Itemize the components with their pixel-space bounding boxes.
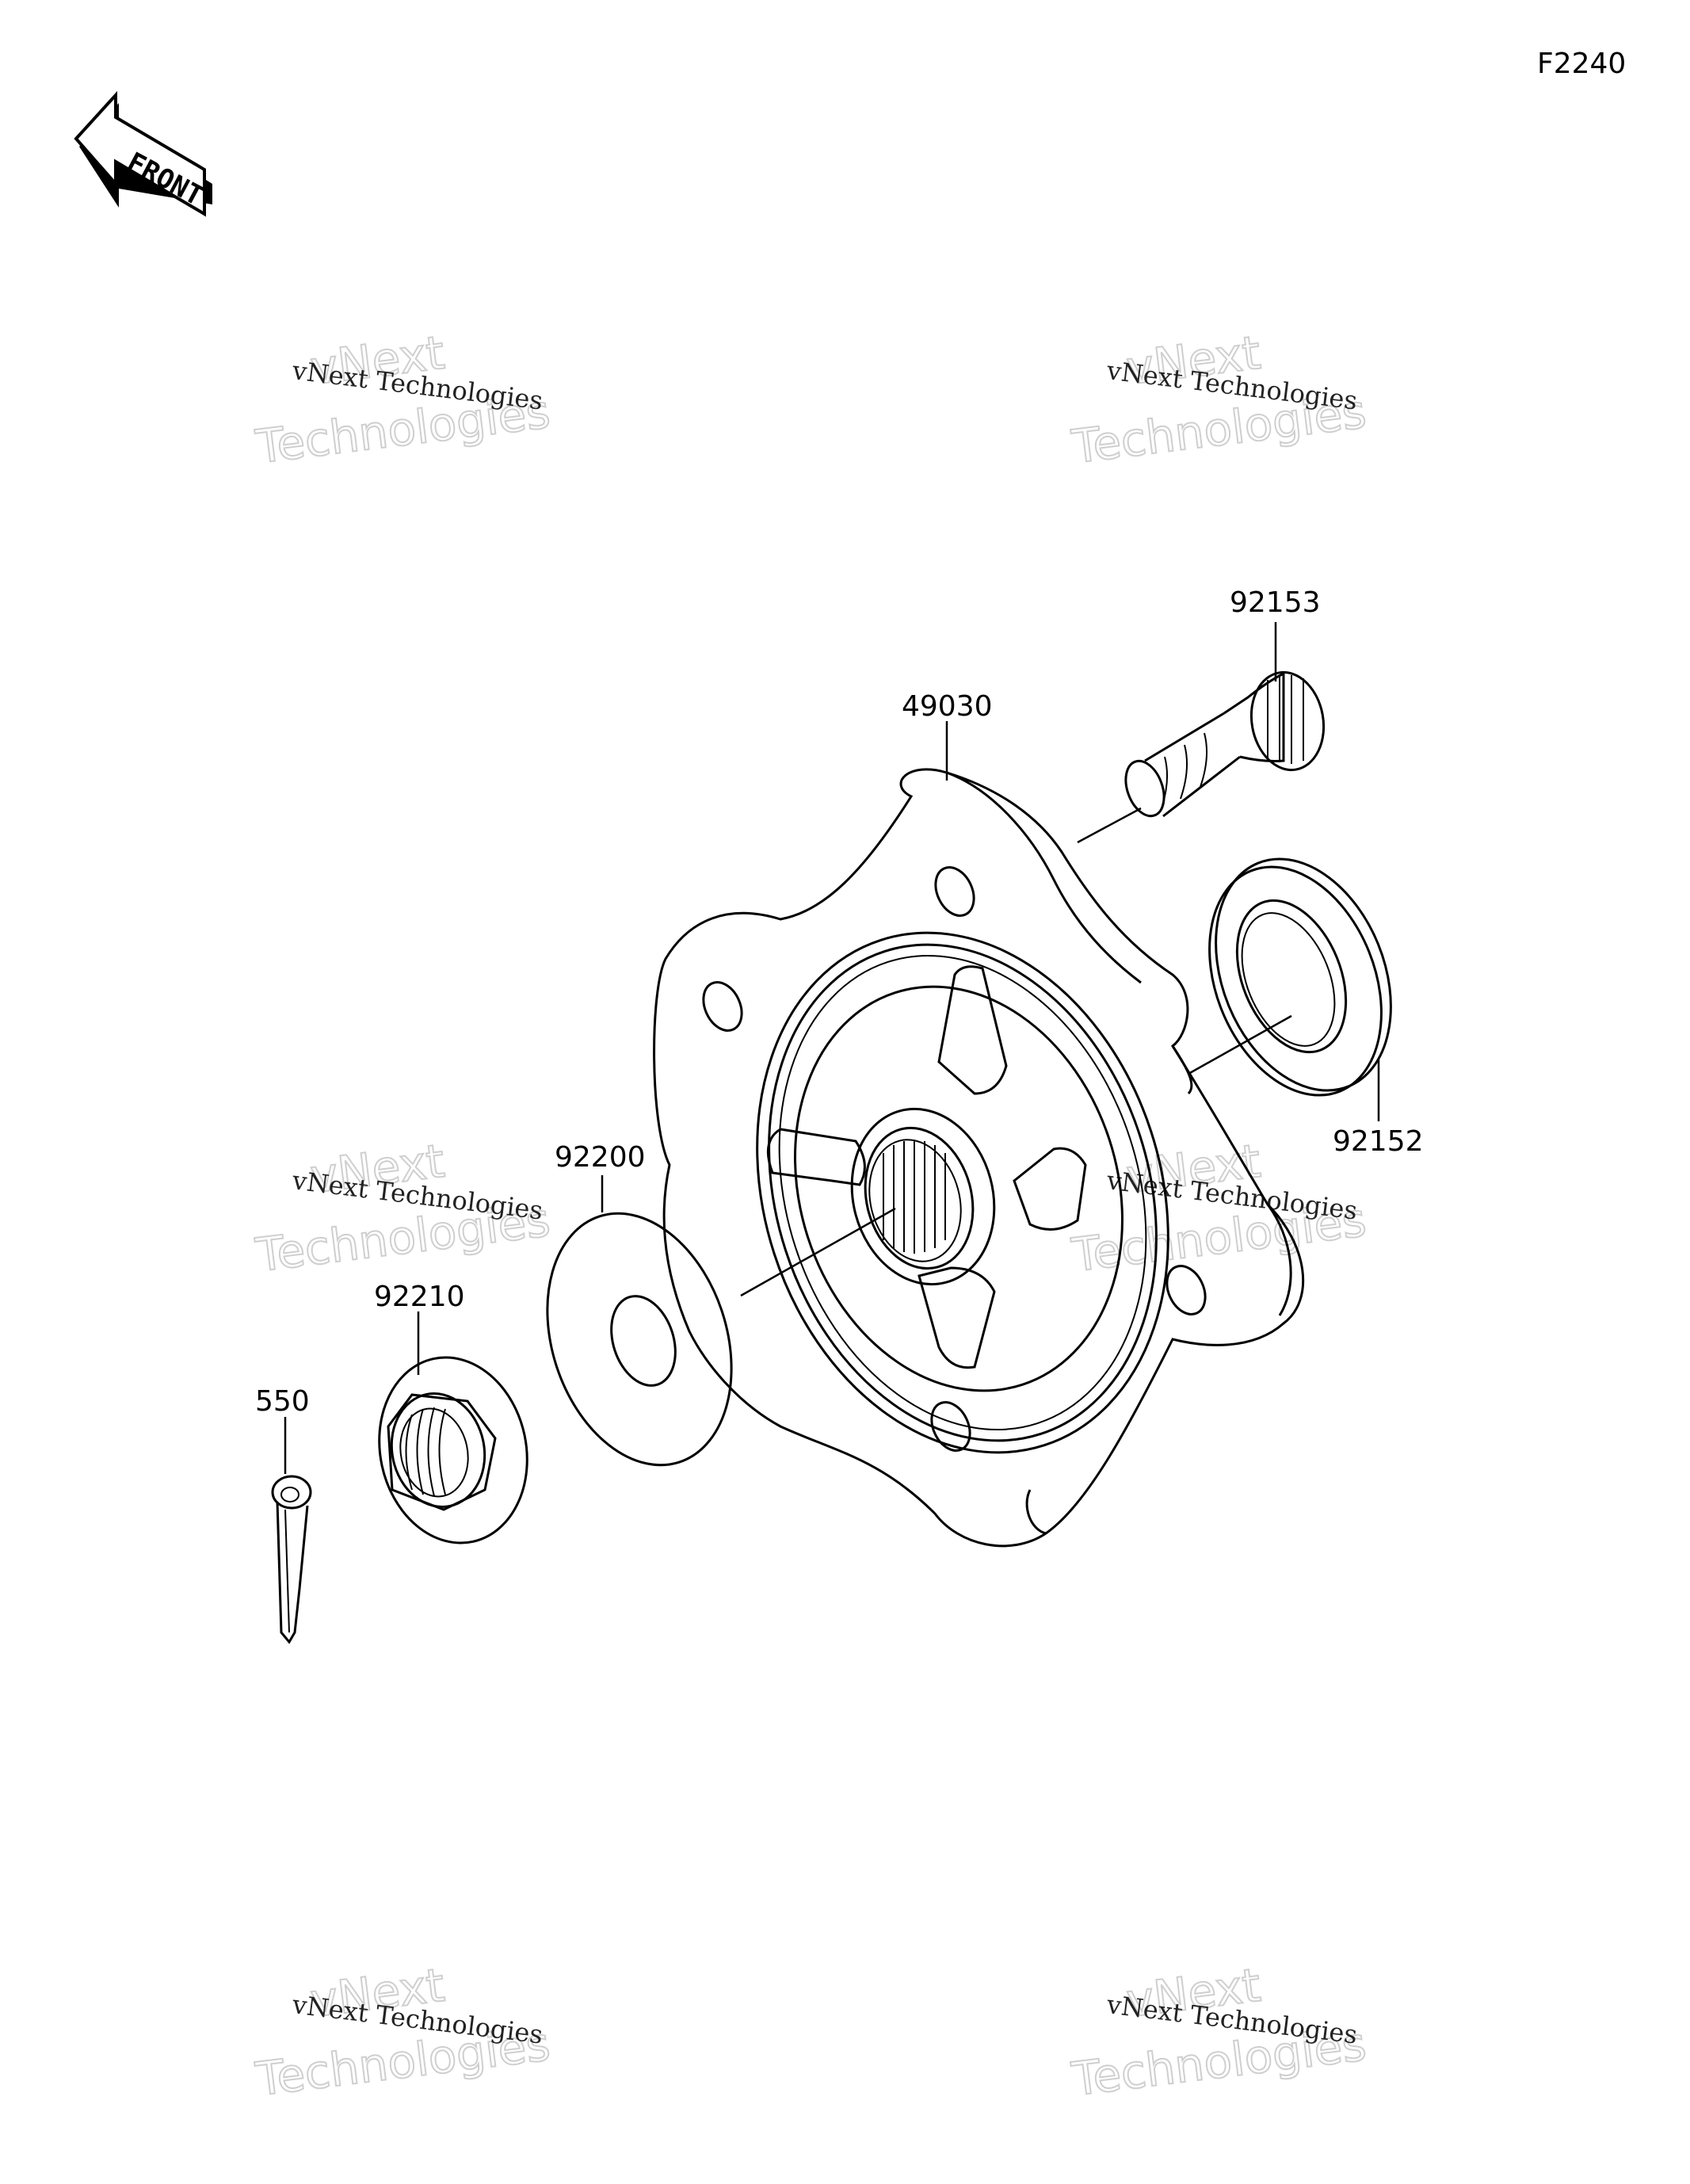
part-label-92153: 92153 — [1230, 586, 1321, 619]
part-label-550: 550 — [255, 1385, 310, 1418]
nut-92210 — [378, 1356, 528, 1544]
part-label-92152: 92152 — [1333, 1125, 1424, 1158]
oil-seal-92152 — [1208, 857, 1392, 1097]
front-direction-arrow-icon: FRONT — [74, 90, 212, 217]
part-label-92210: 92210 — [374, 1281, 465, 1313]
hub-49030 — [653, 768, 1305, 1548]
cotter-pin-550 — [271, 1475, 312, 1644]
part-label-49030: 49030 — [902, 690, 993, 723]
part-label-92200: 92200 — [555, 1141, 646, 1174]
leader-lines — [284, 622, 1380, 1474]
hub-bolt-92153 — [1124, 670, 1326, 818]
figure-id: F2240 — [1537, 48, 1626, 80]
washer-92200 — [546, 1212, 733, 1467]
